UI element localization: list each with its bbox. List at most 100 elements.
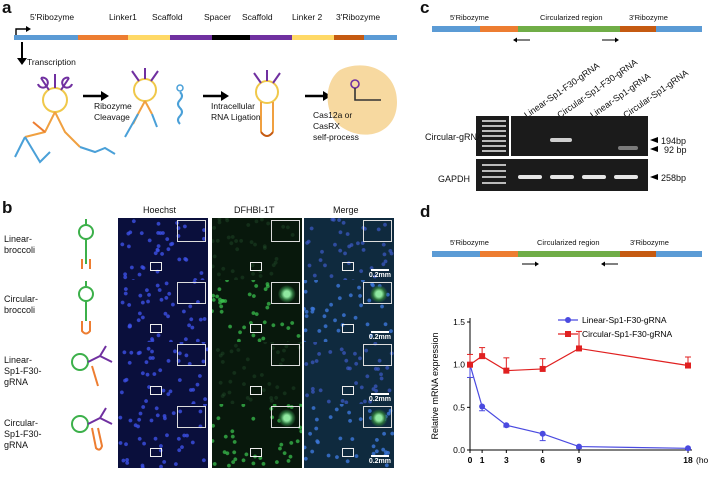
primer-arrows-inward-icon xyxy=(522,261,618,267)
x-tick-label: 18 xyxy=(683,455,693,465)
gel-row-label: GAPDH xyxy=(438,174,471,184)
step-self-process-label: Cas12a or CasRX self-process xyxy=(313,110,359,142)
scale-bar-label: 0.2mm xyxy=(368,455,391,465)
precursor-rna-icon xyxy=(14,74,116,164)
rna-processing-diagram xyxy=(14,65,397,164)
primer-arrows-outward-icon xyxy=(513,37,619,43)
lane-label: Circular-Sp1-gRNA xyxy=(621,67,691,120)
y-tick-label: 0.0 xyxy=(453,445,465,455)
data-point xyxy=(685,445,691,452)
map-label: 5'Ribozyme xyxy=(450,238,489,247)
step-cleavage-label: Ribozyme Cleavage xyxy=(94,101,132,122)
zoom-inset xyxy=(271,282,300,304)
legend-marker xyxy=(565,331,571,337)
segment-label: Linker1 xyxy=(109,12,137,22)
region-box xyxy=(342,448,354,457)
region-box xyxy=(150,262,162,271)
zoom-inset xyxy=(271,344,300,366)
data-point xyxy=(576,345,582,352)
region-box xyxy=(342,324,354,333)
construct-bar xyxy=(14,35,397,40)
linear-broccoli-icon xyxy=(78,219,94,269)
cleaved-rna-icon xyxy=(124,68,184,138)
row-label: Circular- broccoli xyxy=(4,294,39,315)
zoom-inset xyxy=(363,282,392,304)
map-label: Circularized region xyxy=(537,238,600,247)
row-label: Circular- Sp1-F30- gRNA xyxy=(4,418,42,450)
data-point xyxy=(685,362,691,369)
x-tick-label: 3 xyxy=(504,455,509,465)
micrograph-tile xyxy=(212,280,302,344)
zoom-inset xyxy=(177,406,206,428)
segment-label: Scaffold xyxy=(152,12,183,22)
zoom-inset xyxy=(177,344,206,366)
zoom-inset xyxy=(271,406,300,428)
map-label: Circularized region xyxy=(540,13,603,22)
map-label: 3'Ribozyme xyxy=(629,13,668,22)
panel-d-letter: d xyxy=(420,202,431,221)
gel-gapdh xyxy=(476,159,648,191)
cell-icon xyxy=(327,65,397,135)
map-label: 5'Ribozyme xyxy=(450,13,489,22)
segment-label: 3'Ribozyme xyxy=(336,12,381,22)
zoom-inset xyxy=(271,220,300,242)
column-header: Merge xyxy=(333,205,359,215)
segment-label: 5'Ribozyme xyxy=(30,12,75,22)
column-header: DFHBI-1T xyxy=(234,205,275,215)
data-point xyxy=(467,361,473,368)
legend-label: Circular-Sp1-F30-gRNA xyxy=(582,329,673,339)
gel-row-label: Circular-gRNA xyxy=(425,132,484,142)
micrograph-tile xyxy=(118,404,208,468)
x-tick-label: 0 xyxy=(468,455,473,465)
x-tick-label: 1 xyxy=(480,455,485,465)
panel-a-letter: a xyxy=(2,0,12,17)
data-point xyxy=(539,430,546,437)
micrograph-tile: 0.2mm xyxy=(304,218,394,282)
x-axis-label: (hours) xyxy=(696,455,708,465)
data-point xyxy=(479,403,486,410)
y-tick-label: 1.0 xyxy=(453,360,465,370)
x-tick-label: 6 xyxy=(540,455,545,465)
region-box xyxy=(250,448,262,457)
data-point xyxy=(503,422,510,429)
step-ligation-label: Intracellular RNA Ligation xyxy=(211,101,261,122)
y-tick-label: 1.5 xyxy=(453,317,465,327)
data-point xyxy=(503,367,510,374)
segment-label: Spacer xyxy=(204,12,231,22)
micrograph-tile xyxy=(212,342,302,406)
circ-map-bar-c xyxy=(432,26,702,32)
transcription-label: Transcription xyxy=(27,57,76,67)
series-line xyxy=(469,347,689,372)
row-label: Linear- Sp1-F30- gRNA xyxy=(4,355,42,387)
micrograph-tile: 0.2mm xyxy=(304,404,394,468)
band-size-label: 258bp xyxy=(661,173,687,183)
ligated-rna-icon xyxy=(253,70,281,137)
data-point xyxy=(576,443,582,450)
transcription-arrow-icon xyxy=(17,42,27,65)
legend-marker xyxy=(565,317,571,323)
scale-bar-label: 0.2mm xyxy=(368,331,391,341)
zoom-inset xyxy=(177,282,206,304)
panel-b-letter: b xyxy=(2,198,13,217)
circular-f30-grna-icon xyxy=(71,407,113,451)
circ-map-bar-d xyxy=(432,251,702,257)
construct-icons xyxy=(71,219,113,451)
scale-bar-label: 0.2mm xyxy=(368,269,391,279)
region-box xyxy=(250,324,262,333)
region-box xyxy=(250,262,262,271)
gel-circular-grna xyxy=(476,116,648,156)
promoter-arrow-icon xyxy=(15,26,31,37)
micrograph-tile xyxy=(118,342,208,406)
zoom-inset xyxy=(363,406,392,428)
linear-f30-grna-icon xyxy=(71,345,113,387)
column-header: Hoechst xyxy=(143,205,177,215)
band-marker-arrows xyxy=(650,137,658,180)
region-box xyxy=(342,262,354,271)
y-axis-label: Relative mRNA expression xyxy=(430,332,440,439)
region-box xyxy=(150,448,162,457)
region-box xyxy=(250,386,262,395)
region-box xyxy=(342,386,354,395)
micrograph-tile xyxy=(212,218,302,282)
micrograph-tile: 0.2mm xyxy=(304,342,394,406)
